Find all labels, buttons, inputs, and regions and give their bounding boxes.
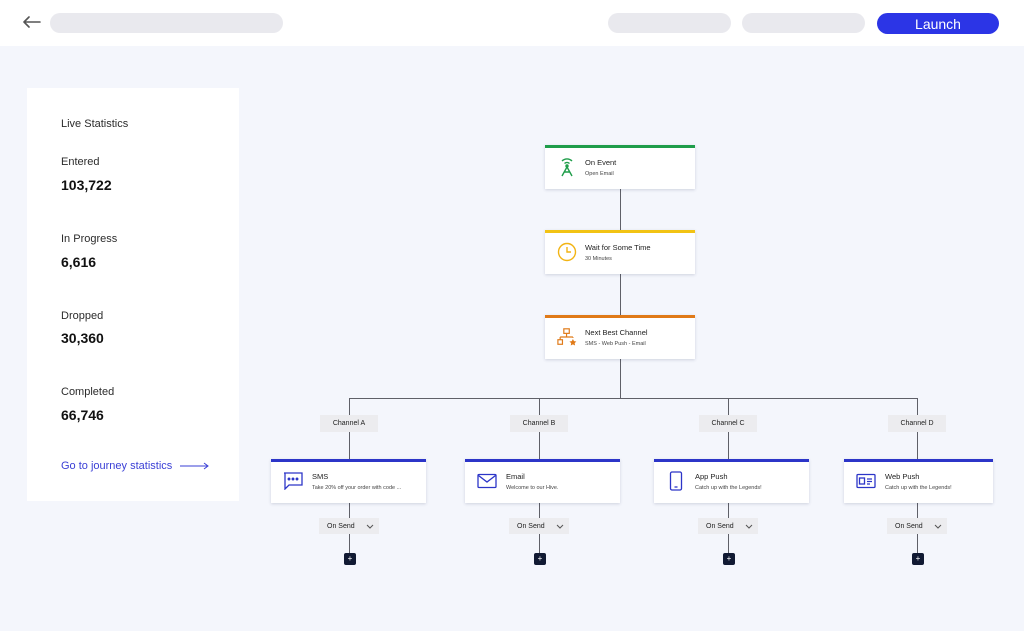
on-send-label: On Send (327, 522, 355, 530)
channel-c-tag[interactable]: Channel C (699, 415, 757, 432)
node-title: App Push (695, 472, 728, 481)
email-node[interactable]: Email Welcome to our Hive. (465, 459, 620, 503)
node-subtitle: SMS - Web Push - Email (585, 341, 646, 347)
sms-icon (283, 471, 303, 491)
journey-statistics-link-label: Go to journey statistics (61, 460, 173, 472)
node-title: Email (506, 472, 525, 481)
browser-icon (856, 471, 876, 491)
node-title: SMS (312, 472, 329, 481)
node-subtitle: 30 Minutes (585, 256, 612, 262)
next-best-channel-node[interactable]: Next Best Channel SMS - Web Push - Email (545, 315, 695, 359)
add-step-button[interactable]: + (344, 553, 356, 565)
email-icon (477, 471, 497, 491)
stats-title: Live Statistics (61, 118, 129, 130)
node-subtitle: Open Email (585, 171, 614, 177)
node-subtitle: Welcome to our Hive. (506, 485, 559, 491)
connector-horizontal-line (349, 398, 918, 399)
node-accent-bar (271, 459, 426, 462)
phone-icon (666, 471, 686, 491)
node-accent-bar (654, 459, 809, 462)
back-arrow-icon[interactable] (22, 12, 42, 32)
stat-entered-value: 103,722 (61, 177, 112, 193)
add-step-button[interactable]: + (534, 553, 546, 565)
on-send-dropdown[interactable]: On Send (698, 518, 758, 534)
journey-name-placeholder[interactable] (50, 13, 283, 33)
top-bar: Launch (0, 0, 1024, 46)
connector-line (620, 274, 621, 315)
add-step-button[interactable]: + (912, 553, 924, 565)
stat-in-progress-label: In Progress (61, 233, 118, 245)
node-accent-bar (545, 145, 695, 148)
on-send-label: On Send (706, 522, 734, 530)
node-subtitle: Catch up with the Legends! (695, 485, 762, 491)
node-title: Next Best Channel (585, 328, 648, 337)
stat-completed-label: Completed (61, 386, 115, 398)
channel-tree-icon (557, 327, 577, 347)
app-push-node[interactable]: App Push Catch up with the Legends! (654, 459, 809, 503)
stat-dropped-label: Dropped (61, 310, 104, 322)
chevron-down-icon (366, 524, 374, 529)
web-push-node[interactable]: Web Push Catch up with the Legends! (844, 459, 993, 503)
node-title: Wait for Some Time (585, 243, 651, 252)
channel-b-tag[interactable]: Channel B (510, 415, 568, 432)
node-subtitle: Take 20% off your order with code ... (312, 485, 402, 491)
stat-in-progress-value: 6,616 (61, 254, 97, 270)
journey-statistics-link[interactable]: Go to journey statistics (61, 460, 210, 472)
on-send-label: On Send (895, 522, 923, 530)
clock-icon (557, 242, 577, 262)
connector-line (620, 359, 621, 398)
wait-node[interactable]: Wait for Some Time 30 Minutes (545, 230, 695, 274)
chevron-down-icon (556, 524, 564, 529)
node-accent-bar (465, 459, 620, 462)
channel-a-tag[interactable]: Channel A (320, 415, 378, 432)
launch-button[interactable]: Launch (877, 13, 999, 34)
chevron-down-icon (745, 524, 753, 529)
on-send-label: On Send (517, 522, 545, 530)
node-accent-bar (844, 459, 993, 462)
on-send-dropdown[interactable]: On Send (509, 518, 569, 534)
toolbar-placeholder-button-1[interactable] (608, 13, 731, 33)
on-send-dropdown[interactable]: On Send (319, 518, 379, 534)
connector-line (620, 189, 621, 230)
on-event-node[interactable]: On Event Open Email (545, 145, 695, 189)
channel-d-tag[interactable]: Channel D (888, 415, 946, 432)
node-accent-bar (545, 315, 695, 318)
stat-entered-label: Entered (61, 156, 100, 168)
live-statistics-panel: Live Statistics Entered 103,722 In Progr… (27, 88, 239, 501)
sms-node[interactable]: SMS Take 20% off your order with code ..… (271, 459, 426, 503)
stat-completed-value: 66,746 (61, 407, 104, 423)
arrow-right-icon (180, 462, 210, 470)
node-title: Web Push (885, 472, 920, 481)
add-step-button[interactable]: + (723, 553, 735, 565)
on-send-dropdown[interactable]: On Send (887, 518, 947, 534)
antenna-icon (557, 157, 577, 177)
toolbar-placeholder-button-2[interactable] (742, 13, 865, 33)
node-title: On Event (585, 158, 617, 167)
node-accent-bar (545, 230, 695, 233)
stat-dropped-value: 30,360 (61, 330, 104, 346)
node-subtitle: Catch up with the Legends! (885, 485, 952, 491)
chevron-down-icon (934, 524, 942, 529)
